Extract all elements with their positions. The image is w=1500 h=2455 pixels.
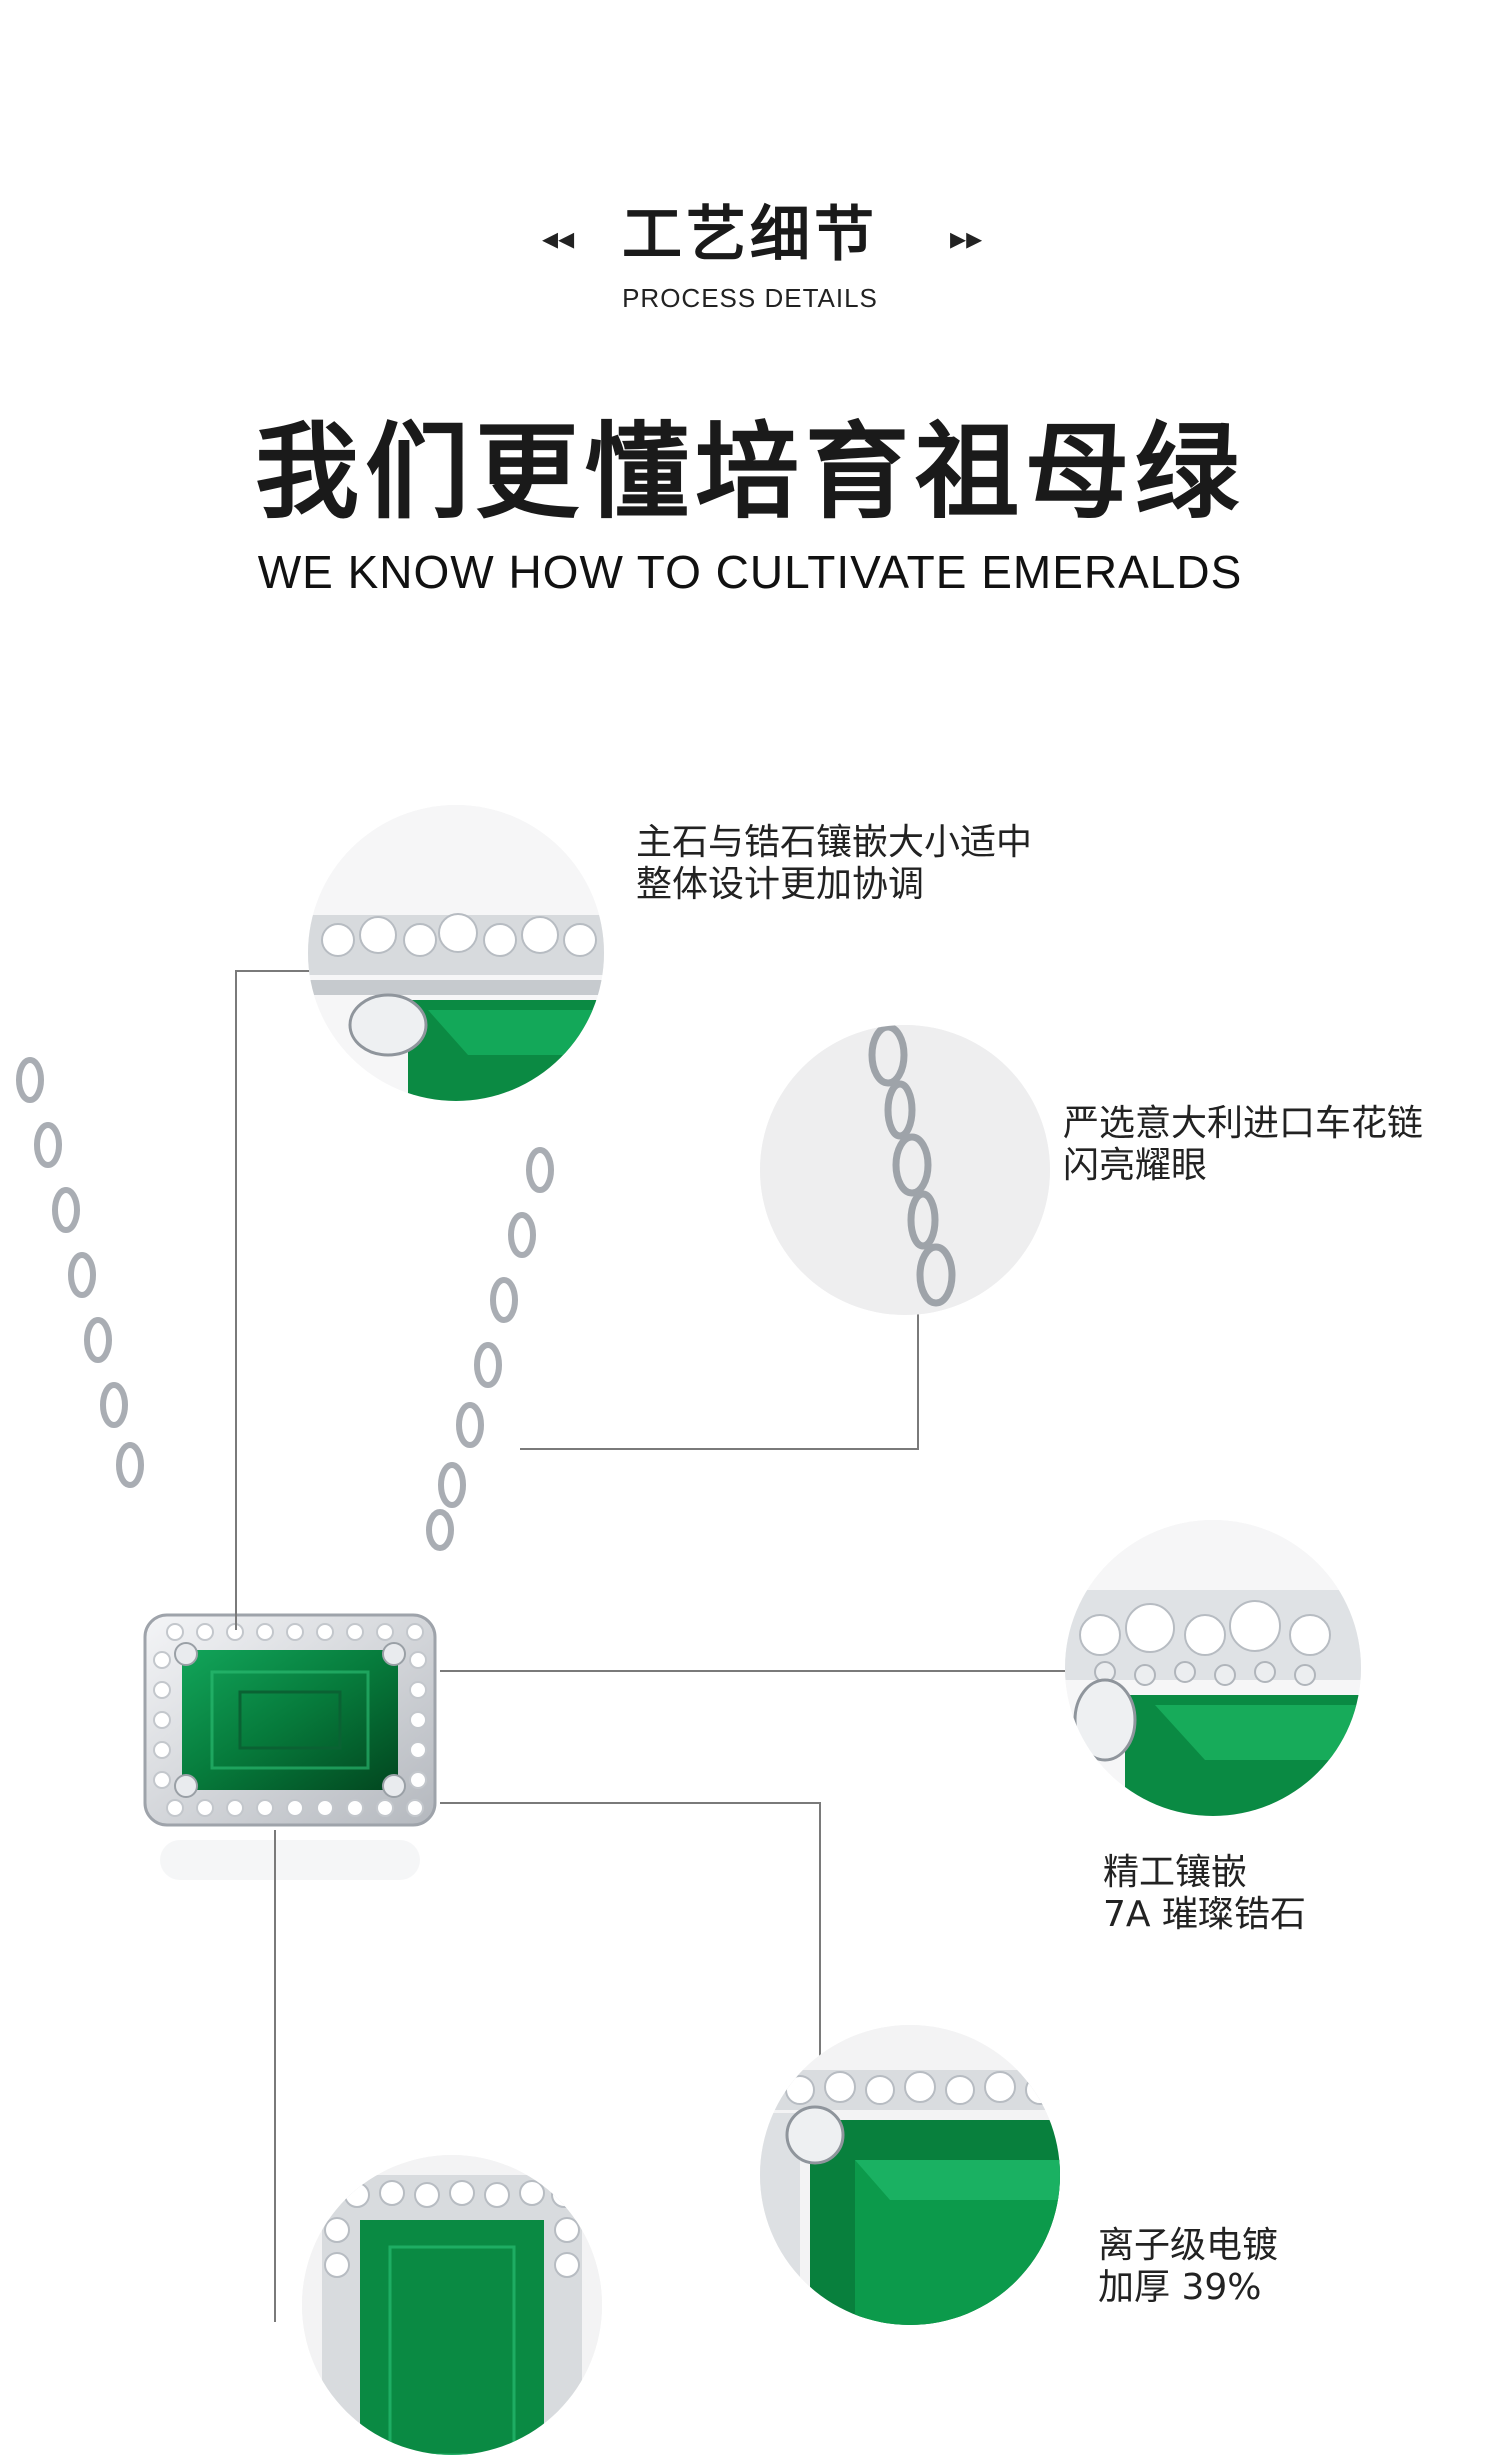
- callout-zircon: 精工镶嵌 7A 璀璨锆石: [1103, 1852, 1306, 1936]
- connector-line-4-vertical: [819, 1802, 821, 2102]
- detail-circle-setting: [308, 805, 604, 1101]
- headline-subtitle: WE KNOW HOW TO CULTIVATE EMERALDS: [257, 546, 1243, 598]
- detail-circle-plating: [760, 2025, 1060, 2325]
- connector-line-4-horizontal: [440, 1802, 820, 1804]
- callout-chain-line1: 严选意大利进口车花链: [1063, 1103, 1424, 1144]
- double-arrow-right-icon: ▸▸: [950, 219, 983, 257]
- callout-plating-line1: 离子级电镀: [1098, 2225, 1279, 2266]
- callout-plating-line2: 加厚 39%: [1098, 2267, 1262, 2308]
- callout-zircon-line1: 精工镶嵌: [1103, 1852, 1248, 1893]
- connector-line-5-vertical: [274, 1830, 276, 2322]
- callout-chain: 严选意大利进口车花链 闪亮耀眼: [1063, 1103, 1423, 1187]
- connector-line-2-vertical: [917, 1270, 919, 1450]
- callout-zircon-line2: 7A 璀璨锆石: [1103, 1894, 1306, 1935]
- detail-circle-zircon: [1065, 1520, 1361, 1816]
- callout-plating: 离子级电镀 加厚 39%: [1098, 2225, 1278, 2309]
- connector-line-1-horizontal: [235, 970, 325, 972]
- connector-line-3-horizontal: [440, 1670, 1140, 1672]
- callout-setting: 主石与锆石镶嵌大小适中 整体设计更加协调: [636, 822, 1032, 906]
- callout-setting-line2: 整体设计更加协调: [636, 864, 925, 905]
- connector-line-1-vertical: [235, 970, 237, 1630]
- section-title: 工艺细节: [622, 200, 878, 270]
- double-arrow-left-icon: ◂◂: [542, 219, 575, 257]
- connector-line-2-horizontal: [520, 1448, 919, 1450]
- detail-circle-chain: [760, 1025, 1050, 1315]
- callout-chain-line2: 闪亮耀眼: [1063, 1145, 1208, 1186]
- headline-title: 我们更懂培育祖母绿: [254, 411, 1245, 533]
- necklace-image: [16, 1057, 554, 1880]
- callout-setting-line1: 主石与锆石镶嵌大小适中: [636, 822, 1033, 863]
- detail-circle-pendant: [302, 2155, 602, 2455]
- section-subtitle: PROCESS DETAILS: [622, 283, 878, 313]
